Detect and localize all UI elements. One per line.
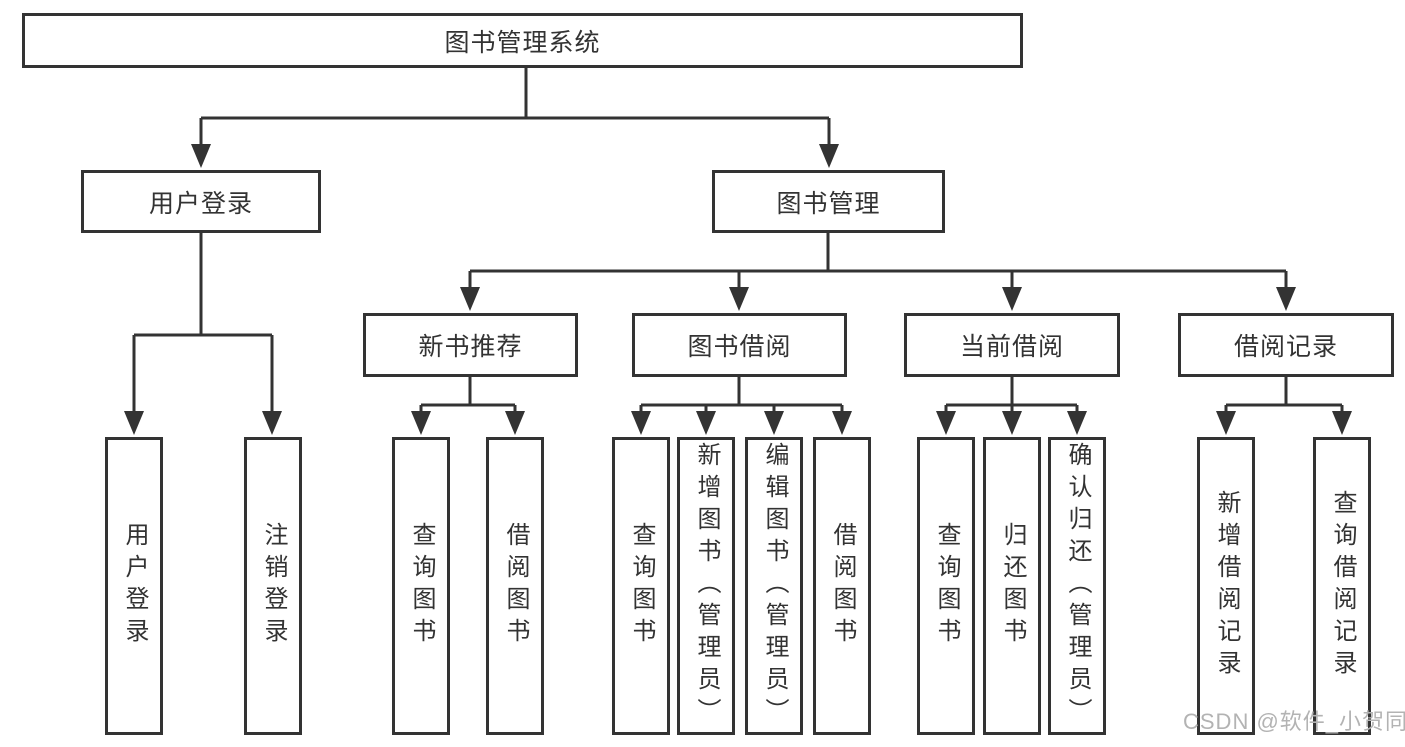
arrow-down-icon — [696, 411, 716, 435]
leaf-confirm-return-admin: 确认归还（管理员） — [1048, 437, 1106, 735]
watermark: CSDN @软件_小贺同学 — [1183, 709, 1405, 734]
arrow-down-icon — [1216, 411, 1236, 435]
arrow-down-icon — [631, 411, 651, 435]
node-label: 借阅记录 — [1233, 333, 1338, 361]
arrow-down-icon — [1276, 287, 1296, 311]
arrow-down-icon — [124, 411, 144, 435]
node-book-borrowing: 图书借阅 — [632, 313, 847, 377]
node-library-management-system: 图书管理系统 — [22, 13, 1023, 68]
leaf-borrow-books-borrow: 借阅图书 — [813, 437, 871, 735]
tree-connector-lines — [132, 68, 1344, 413]
leaf-query-borrow-record: 查询借阅记录 — [1313, 437, 1371, 735]
arrow-down-icon — [1067, 411, 1087, 435]
leaf-label: 查询图书 — [933, 522, 960, 650]
arrow-down-icon — [1002, 411, 1022, 435]
arrow-down-icon — [832, 411, 852, 435]
leaf-add-borrow-record: 新增借阅记录 — [1197, 437, 1255, 735]
node-label: 图书管理 — [776, 189, 881, 218]
arrow-down-icons — [124, 144, 1352, 435]
leaf-label: 新增图书（管理员） — [693, 442, 720, 730]
arrow-down-icon — [1002, 287, 1022, 311]
leaf-label: 新增借阅记录 — [1213, 490, 1240, 682]
leaf-add-books-admin: 新增图书（管理员） — [677, 437, 735, 735]
arrow-down-icon — [1332, 411, 1352, 435]
node-current-borrowing: 当前借阅 — [904, 313, 1120, 377]
leaf-label: 编辑图书（管理员） — [761, 442, 788, 730]
arrow-down-icon — [819, 144, 839, 168]
leaf-borrow-books-recommend: 借阅图书 — [486, 437, 544, 735]
node-label: 当前借阅 — [959, 333, 1064, 361]
leaf-label: 查询借阅记录 — [1329, 490, 1356, 682]
leaf-return-books: 归还图书 — [983, 437, 1041, 735]
node-new-book-recommend: 新书推荐 — [363, 313, 578, 377]
leaf-label: 用户登录 — [121, 522, 148, 650]
node-book-management-branch: 图书管理 — [712, 170, 945, 233]
arrow-down-icon — [460, 287, 480, 311]
node-label: 新书推荐 — [418, 333, 523, 361]
arrow-down-icon — [729, 287, 749, 311]
leaf-user-login: 用户登录 — [105, 437, 163, 735]
leaf-label: 借阅图书 — [829, 522, 856, 650]
arrow-down-icon — [262, 411, 282, 435]
node-label: 图书借阅 — [687, 333, 792, 361]
node-user-login-branch: 用户登录 — [81, 170, 321, 233]
node-label: 用户登录 — [148, 189, 253, 218]
leaf-label: 查询图书 — [628, 522, 655, 650]
arrow-down-icon — [191, 144, 211, 168]
arrow-down-icon — [936, 411, 956, 435]
leaf-logout: 注销登录 — [244, 437, 302, 735]
leaf-query-books-recommend: 查询图书 — [392, 437, 450, 735]
arrow-down-icon — [764, 411, 784, 435]
leaf-label: 确认归还（管理员） — [1064, 442, 1091, 730]
leaf-edit-books-admin: 编辑图书（管理员） — [745, 437, 803, 735]
leaf-label: 注销登录 — [260, 522, 287, 650]
leaf-label: 查询图书 — [408, 522, 435, 650]
leaf-label: 归还图书 — [999, 522, 1026, 650]
leaf-label: 借阅图书 — [502, 522, 529, 650]
arrow-down-icon — [505, 411, 525, 435]
leaf-query-books-borrow: 查询图书 — [612, 437, 670, 735]
arrow-down-icon — [411, 411, 431, 435]
node-borrowing-records: 借阅记录 — [1178, 313, 1394, 377]
node-label: 图书管理系统 — [444, 28, 601, 57]
leaf-query-books-current: 查询图书 — [917, 437, 975, 735]
